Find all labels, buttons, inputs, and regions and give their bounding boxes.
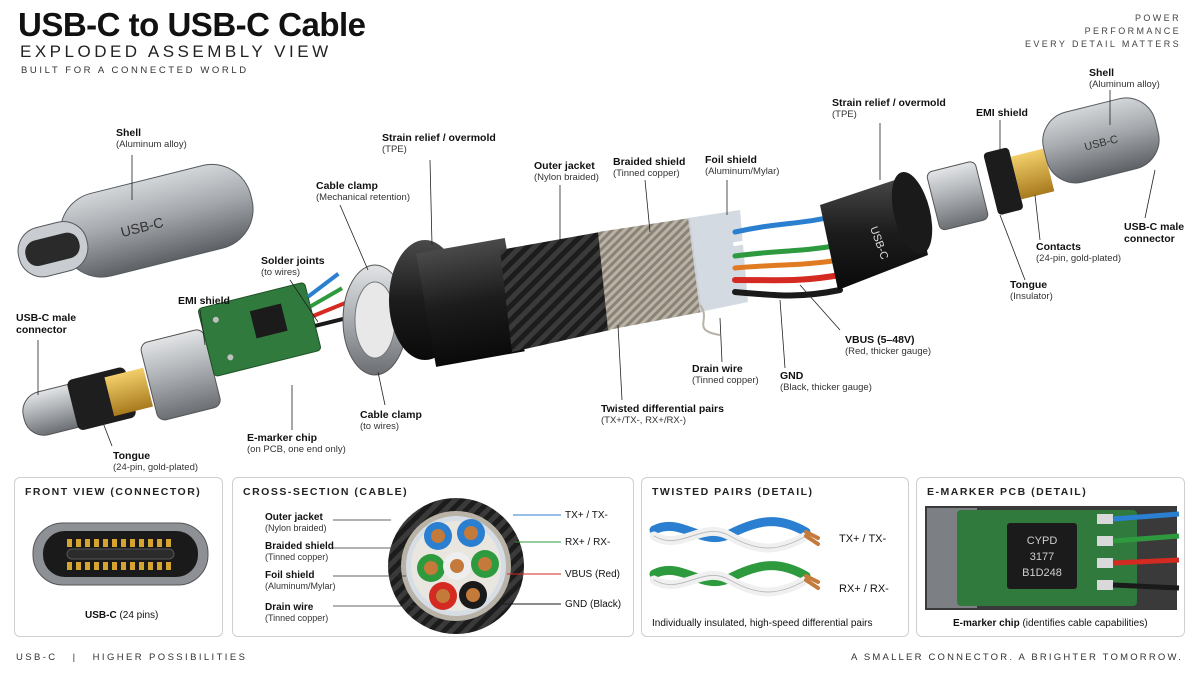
twisted-pairs-graphic [649, 517, 820, 597]
pairs-label-rx: RX+ / RX- [839, 583, 889, 595]
pairs-caption: Individually insulated, high-speed diffe… [652, 618, 873, 629]
connector-pin [130, 562, 135, 570]
cross-label-drain-wire: Drain wire(Tinned copper) [265, 602, 329, 623]
front-view-caption: USB-C (24 pins) [85, 610, 159, 621]
connector-pin [85, 562, 90, 570]
connector-pin [103, 539, 108, 547]
panel-twisted-pairs-title: TWISTED PAIRS (DETAIL) [652, 486, 814, 498]
exploded-assembly-diagram: USB-C [17, 90, 1160, 447]
connector-pin [76, 539, 81, 547]
panel-cross-section: CROSS-SECTION (CABLE) Outer jacket(Nylon… [232, 477, 634, 637]
page-title: USB-C to USB-C Cable [18, 6, 366, 43]
label-twisted-pairs: Twisted differential pairs(TX+/TX-, RX+/… [601, 403, 724, 426]
front-view-pins [67, 539, 171, 570]
header-slogan: POWER PERFORMANCE EVERY DETAIL MATTERS [1024, 13, 1181, 49]
footer-left-slogan: USB-C | HIGHER POSSIBILITIES [16, 652, 248, 663]
cross-label-braided-shield: Braided shield(Tinned copper) [265, 541, 334, 562]
connector-pin [139, 539, 144, 547]
connector-pin [139, 562, 144, 570]
panel-front-view-title: FRONT VIEW (CONNECTOR) [25, 486, 202, 498]
label-cable-clamp-top: Cable clamp(Mechanical retention) [316, 180, 410, 203]
cross-label-rx: RX+ / RX- [565, 537, 611, 548]
label-strain-relief-left: Strain relief / overmold(TPE) [382, 132, 496, 155]
pairs-label-tx: TX+ / TX- [839, 533, 887, 545]
label-gnd: GND(Black, thicker gauge) [780, 370, 872, 393]
panel-emarker-title: E-MARKER PCB (DETAIL) [927, 486, 1088, 498]
label-braided-shield: Braided shield(Tinned copper) [613, 156, 686, 179]
label-solder-joints: Solder joints(to wires) [261, 255, 325, 278]
connector-pin [121, 539, 126, 547]
label-outer-jacket: Outer jacket(Nylon braided) [534, 160, 599, 183]
connector-pin [76, 562, 81, 570]
label-tongue-right: Tongue(Insulator) [1010, 279, 1053, 302]
braided-cable [500, 210, 748, 352]
connector-pin [166, 562, 171, 570]
fanned-wires [732, 212, 843, 299]
connector-pin [148, 562, 153, 570]
cross-label-gnd: GND (Black) [565, 599, 622, 610]
label-contacts: Contacts(24-pin, gold-plated) [1036, 241, 1122, 264]
connector-pin [94, 539, 99, 547]
chip-text-line: CYPD [1027, 535, 1058, 547]
connector-pin [112, 539, 117, 547]
label-foil-shield: Foil shield(Aluminum/Mylar) [705, 154, 780, 177]
label-emi-left: EMI shield [178, 295, 230, 307]
cross-label-tx: TX+ / TX- [565, 510, 608, 521]
connector-pin [67, 539, 72, 547]
front-view-connector-graphic [32, 522, 209, 586]
connector-pin [166, 539, 171, 547]
label-shell-right: Shell(Aluminum alloy) [1089, 67, 1160, 90]
label-emi-right: EMI shield [976, 107, 1028, 119]
emarker-caption: E-marker chip (identifies cable capabili… [953, 618, 1148, 629]
page-subtitle: EXPLODED ASSEMBLY VIEW [20, 42, 332, 61]
label-tongue-left: Tongue(24-pin, gold-plated) [113, 450, 199, 473]
panel-cross-section-title: CROSS-SECTION (CABLE) [243, 486, 409, 498]
connector-pin [94, 562, 99, 570]
connector-pin [148, 539, 153, 547]
connector-pin [103, 562, 108, 570]
left-connector [22, 272, 350, 436]
cross-label-vbus: VBUS (Red) [565, 569, 621, 580]
footer-right-slogan: A SMALLER CONNECTOR. A BRIGHTER TOMORROW… [851, 652, 1183, 663]
label-cable-clamp-bottom: Cable clamp(to wires) [360, 409, 422, 432]
label-vbus: VBUS (5–48V)(Red, thicker gauge) [845, 334, 932, 357]
right-strain-relief: USB-C [820, 172, 933, 290]
cross-section-graphic [333, 498, 561, 634]
connector-pin [112, 562, 117, 570]
connector-pin [85, 539, 90, 547]
connector-pin [157, 562, 162, 570]
label-drain-wire: Drain wire(Tinned copper) [692, 363, 759, 386]
label-strain-relief-right: Strain relief / overmold(TPE) [832, 97, 946, 120]
panel-twisted-pairs: TWISTED PAIRS (DETAIL) TX+ / TX- RX+ / R… [641, 477, 909, 637]
chip-text-line: B1D248 [1022, 567, 1062, 579]
page-tagline: BUILT FOR A CONNECTED WORLD [21, 65, 249, 76]
cross-label-outer-jacket: Outer jacket(Nylon braided) [265, 512, 327, 533]
connector-pin [67, 562, 72, 570]
connector-pin [130, 539, 135, 547]
cross-label-foil-shield: Foil shield(Aluminum/Mylar) [265, 570, 336, 591]
right-connector-parts: USB-C [926, 97, 1160, 231]
connector-pin [121, 562, 126, 570]
left-strain-relief [389, 238, 525, 367]
label-shell-left: Shell(Aluminum alloy) [116, 127, 187, 150]
leader-lines [37, 90, 1156, 447]
left-shell: USB-C [17, 163, 254, 278]
panel-front-view: FRONT VIEW (CONNECTOR) USB-C (24 pins) [14, 477, 223, 637]
connector-pin [157, 539, 162, 547]
chip-text-line: 3177 [1030, 551, 1054, 563]
label-emarker-chip: E-marker chip(on PCB, one end only) [247, 432, 346, 455]
